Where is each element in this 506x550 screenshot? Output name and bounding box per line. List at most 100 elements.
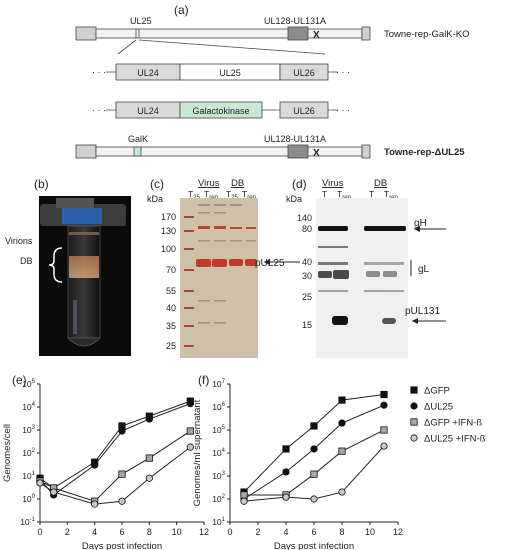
svg-text:T: T <box>322 189 327 199</box>
ellipsis-left-2: · · · <box>92 105 106 115</box>
panel-d: (d) kDa Virus DB T Trep T Trep <box>286 177 446 358</box>
y-tick-label: 102 <box>22 448 35 458</box>
x-tick-label: 8 <box>339 527 344 537</box>
panel-b-label: (b) <box>34 177 49 191</box>
ul25-label-top: UL25 <box>130 16 152 26</box>
galk-label-bottom: GalK <box>128 134 148 144</box>
data-point <box>145 415 153 423</box>
ellipsis-right-2: · · · <box>336 105 350 115</box>
panel-b: (b) Virions DB <box>5 177 131 356</box>
series-line-3 <box>39 446 191 505</box>
data-point <box>36 479 44 487</box>
panel-c: (c) kDa Virus DB T25 Trep T25 Trep <box>147 177 300 358</box>
wt-locus: · · · UL24 UL25 UL26 · · · <box>92 63 350 81</box>
data-point <box>338 488 346 496</box>
data-point <box>282 445 290 453</box>
data-point <box>338 419 346 427</box>
data-point <box>118 497 126 505</box>
gene-galactokinase: Galactokinase <box>192 106 249 116</box>
legend-marker <box>410 402 418 410</box>
data-point <box>310 422 318 430</box>
x-tick-label: 4 <box>283 527 288 537</box>
kda-label-c: kDa <box>147 194 163 204</box>
gene-ul24: UL24 <box>137 68 159 78</box>
y-tick-label: 105 <box>212 425 225 435</box>
y-tick-label: 105 <box>22 379 35 389</box>
data-point <box>145 474 153 482</box>
svg-text:55: 55 <box>166 286 176 296</box>
data-point <box>380 401 388 409</box>
x-tick-label: 2 <box>255 527 260 537</box>
gene-ul24-2: UL24 <box>137 106 159 116</box>
panel-d-label: (d) <box>292 177 307 191</box>
x-tick-label: 6 <box>311 527 316 537</box>
pul25-band <box>196 259 257 267</box>
svg-text:130: 130 <box>161 226 176 236</box>
blot-virus-label: Virus <box>322 178 344 189</box>
gh-label: gH <box>414 218 427 229</box>
pul131-label: pUL131 <box>405 306 440 317</box>
y-axis-label: Genomes/ml supernatant <box>192 399 203 506</box>
x-tick-label: 10 <box>365 527 375 537</box>
data-point <box>50 488 58 496</box>
y-tick-label: 106 <box>212 402 225 412</box>
x-tick-label: 2 <box>65 527 70 537</box>
series-line-0 <box>39 400 191 489</box>
svg-text:25: 25 <box>166 341 176 351</box>
construct-name-top: Towne-rep-GalK-KO <box>384 29 470 40</box>
data-point <box>310 470 318 478</box>
x-axis-label: Days post infection <box>274 541 354 550</box>
deletion-mark-bottom: X <box>313 148 320 159</box>
panel-c-label: (c) <box>150 177 164 191</box>
data-point <box>186 400 194 408</box>
x-tick-label: 12 <box>393 527 403 537</box>
svg-text:T: T <box>369 189 374 199</box>
ul128-label-top: UL128-UL131A <box>264 16 326 26</box>
svg-text:70: 70 <box>166 265 176 275</box>
y-tick-label: 100 <box>22 494 35 504</box>
ellipsis-right-1: · · · <box>336 67 350 77</box>
y-axis-label: Genomes/cell <box>2 424 13 482</box>
x-tick-label: 12 <box>199 527 209 537</box>
gel-c-db-label: DB <box>231 178 244 189</box>
data-point <box>338 396 346 404</box>
data-point <box>240 491 248 499</box>
data-point <box>282 493 290 501</box>
ellipsis-left-1: · · · <box>92 67 106 77</box>
blot-db-label: DB <box>374 178 387 189</box>
data-point <box>380 390 388 399</box>
db-brace <box>48 247 63 283</box>
x-axis-label: Days post infection <box>82 541 162 550</box>
panel-a-label: (a) <box>174 3 189 17</box>
svg-text:35: 35 <box>166 321 176 331</box>
construct-name-bottom: Towne-rep-ΔUL25 <box>384 147 465 158</box>
data-point <box>310 445 318 453</box>
data-point <box>91 500 99 508</box>
gene-ul26-2: UL26 <box>293 106 315 116</box>
y-tick-label: 104 <box>22 402 35 412</box>
x-tick-label: 0 <box>227 527 232 537</box>
legend-label: ΔGFP <box>424 386 450 397</box>
data-point <box>186 427 194 435</box>
series-line-2 <box>39 430 191 502</box>
gel-c-virus-label: Virus <box>198 178 220 189</box>
data-point <box>282 468 290 476</box>
tube-photo <box>39 196 131 356</box>
y-tick-label: 101 <box>212 517 225 527</box>
svg-text:140: 140 <box>297 213 312 223</box>
panel-a: (a) UL25 UL128-UL131A X Towne-rep-GalK-K… <box>75 3 470 159</box>
data-point <box>91 461 99 469</box>
gl-label: gL <box>418 264 430 275</box>
legend-marker <box>410 434 418 442</box>
x-tick-label: 8 <box>147 527 152 537</box>
x-tick-label: 0 <box>37 527 42 537</box>
y-tick-label: 104 <box>212 448 225 458</box>
blot-markers: 140 80 40 30 25 15 <box>297 213 312 330</box>
y-tick-label: 101 <box>22 471 35 481</box>
ul128-label-bottom: UL128-UL131A <box>264 134 326 144</box>
